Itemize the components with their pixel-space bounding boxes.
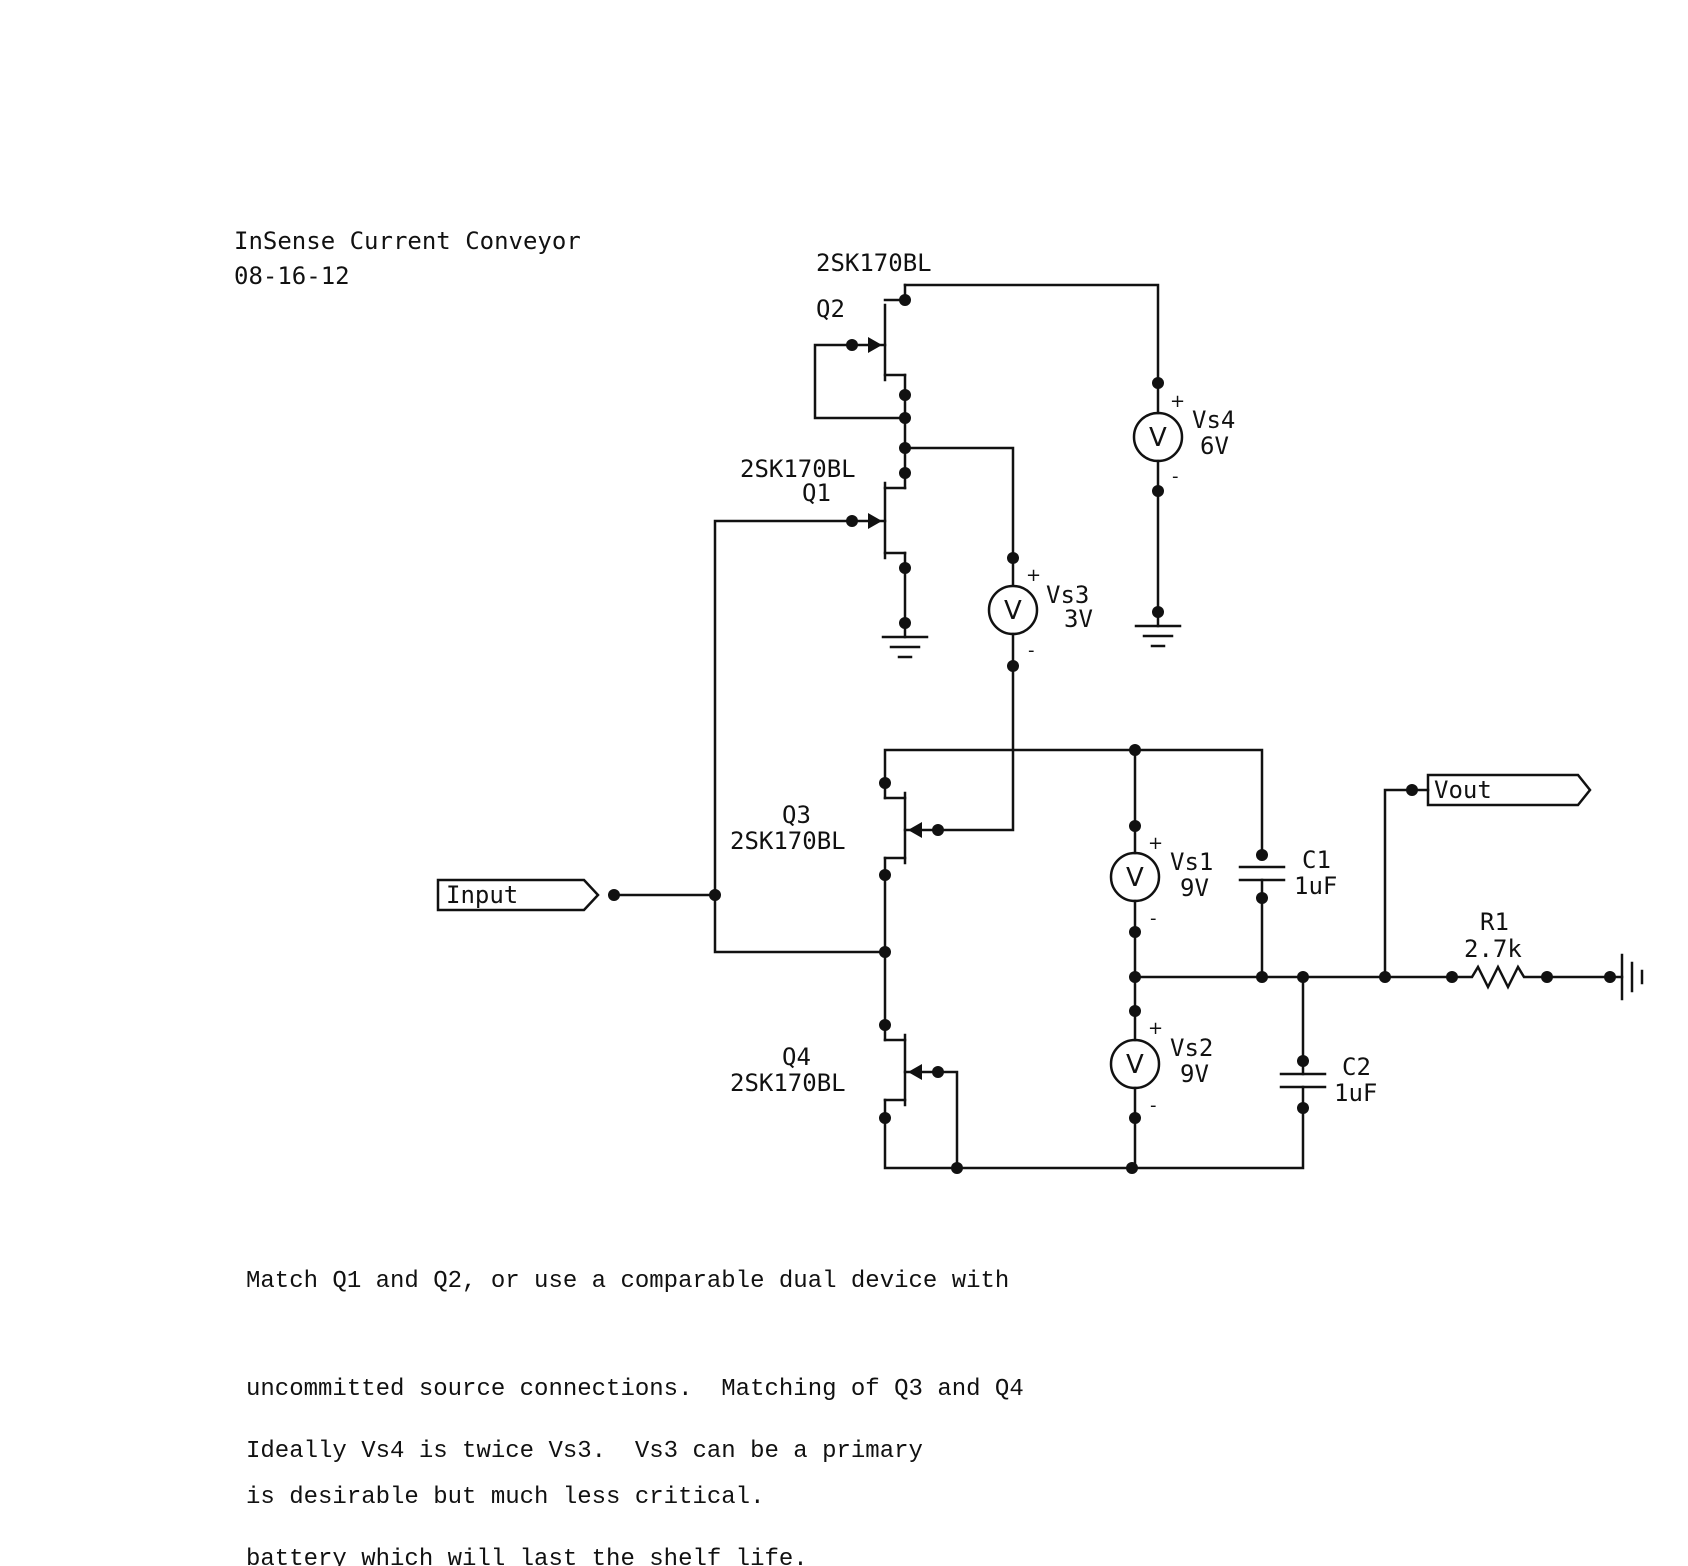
q4-part-label: 2SK170BL <box>730 1069 846 1097</box>
c1-capacitor <box>1238 865 1286 979</box>
vs1-v-glyph: V <box>1126 863 1144 893</box>
r1-value-label: 2.7k <box>1464 935 1522 963</box>
matching-note: Match Q1 and Q2, or use a comparable dua… <box>246 1192 1024 1552</box>
q4-ref-label: Q4 <box>782 1043 811 1071</box>
q3-ref-label: Q3 <box>782 801 811 829</box>
vs4-v-glyph: V <box>1149 423 1167 453</box>
vs4-plus-mark: + <box>1170 391 1185 412</box>
c2-ref-label: C2 <box>1342 1053 1371 1081</box>
vout-port <box>1426 773 1592 807</box>
c1-value-label: 1uF <box>1294 872 1337 900</box>
q1-part-label: 2SK170BL <box>740 455 856 483</box>
vout-port-label: Vout <box>1434 776 1492 804</box>
input-port <box>436 878 600 912</box>
r1-resistor <box>1450 964 1549 990</box>
matching-note-line: uncommitted source connections. Matching… <box>246 1376 1024 1403</box>
q4-jfet <box>883 1023 940 1120</box>
vs4-minus-mark: - <box>1172 466 1179 487</box>
vs2-minus-mark: - <box>1150 1095 1157 1116</box>
vout-wire <box>1383 788 1430 979</box>
vs1-ref-label: Vs1 <box>1170 848 1213 876</box>
vs3-ref-label: Vs3 <box>1046 581 1089 609</box>
vs4-ref-label: Vs4 <box>1192 406 1235 434</box>
vs3-plus-mark: + <box>1026 565 1041 586</box>
vs3-minus-mark: - <box>1028 640 1035 661</box>
q2-drain-vs4-wire <box>903 283 1160 385</box>
c2-capacitor <box>1279 975 1327 1110</box>
ground-symbol-q1 <box>881 635 929 659</box>
cascode-node-vs3-wire <box>903 446 1015 560</box>
vs1-plus-mark: + <box>1148 833 1163 854</box>
vs3-value-label: 3V <box>1064 605 1093 633</box>
q3-part-label: 2SK170BL <box>730 827 846 855</box>
vs2-plus-mark: + <box>1148 1018 1163 1039</box>
title-text: InSense Current Conveyor <box>234 227 581 255</box>
top-rail-wire <box>883 748 1264 857</box>
date-text: 08-16-12 <box>234 262 350 290</box>
matching-note-line: is desirable but much less critical. <box>246 1484 765 1511</box>
supply-note-line: battery which will last the shelf life. <box>246 1546 808 1566</box>
vs3-v-glyph: V <box>1004 596 1022 626</box>
q3-jfet <box>883 781 940 877</box>
q4-source-rail-wire <box>936 1070 959 1170</box>
q2-part-label: 2SK170BL <box>816 249 932 277</box>
input-port-label: Input <box>446 881 518 909</box>
supply-note: Ideally Vs4 is twice Vs3. Vs3 can be a p… <box>246 1362 923 1566</box>
vs1-value-label: 9V <box>1180 874 1209 902</box>
q2-jfet <box>850 283 907 397</box>
vs2-value-label: 9V <box>1180 1060 1209 1088</box>
vs4-value-label: 6V <box>1200 432 1229 460</box>
ground-symbol-vs4 <box>1134 624 1182 648</box>
c1-ref-label: C1 <box>1302 846 1331 874</box>
junction-dots <box>608 294 1616 1174</box>
vs2-ref-label: Vs2 <box>1170 1034 1213 1062</box>
c2-value-label: 1uF <box>1334 1079 1377 1107</box>
supply-note-line: Ideally Vs4 is twice Vs3. Vs3 can be a p… <box>246 1438 923 1465</box>
vs3-minus-q3-source-wire <box>936 632 1015 832</box>
vs2-v-glyph: V <box>1126 1050 1144 1080</box>
q1-jfet <box>850 471 907 570</box>
q1-gate-input-wire <box>713 519 887 954</box>
vs1-minus-mark: - <box>1150 908 1157 929</box>
matching-note-line: Match Q1 and Q2, or use a comparable dua… <box>246 1268 1010 1295</box>
q1-ref-label: Q1 <box>802 479 831 507</box>
bottom-rail-wire <box>883 1106 1305 1170</box>
q2-gate-source-wire <box>813 343 907 420</box>
r1-ref-label: R1 <box>1480 908 1509 936</box>
q2-ref-label: Q2 <box>816 295 845 323</box>
